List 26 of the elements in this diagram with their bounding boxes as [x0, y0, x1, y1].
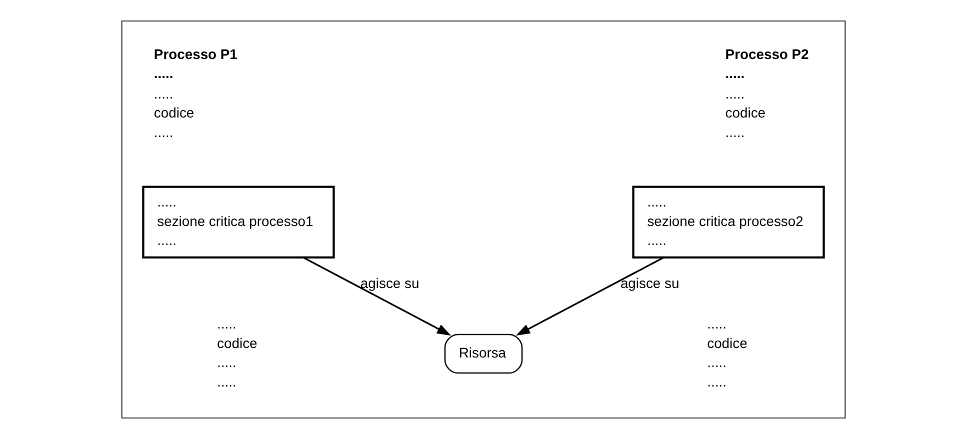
arrow: [302, 256, 451, 336]
label: .....: [706, 316, 726, 332]
edge-label: agisce su: [620, 274, 679, 291]
label: .....: [153, 124, 173, 140]
label: .....: [724, 85, 744, 102]
edge-label: agisce su: [360, 274, 419, 291]
label: .....: [706, 373, 726, 390]
label: .....: [216, 316, 236, 332]
node-box: ..... sezione critica processo1 .....: [142, 186, 334, 259]
label: codice: [153, 104, 194, 121]
label: codice: [706, 334, 747, 351]
node-box: ..... sezione critica processo2 .....: [632, 186, 824, 259]
label: .....: [724, 124, 744, 140]
label: .....: [153, 85, 173, 102]
label: .....: [216, 354, 236, 370]
cluster: [120, 20, 846, 419]
label: .....: [216, 373, 236, 390]
label: .....: [724, 65, 744, 82]
label: codice: [724, 104, 766, 121]
node-box: Risorsa: [444, 334, 522, 374]
label: .....: [706, 354, 726, 370]
label: Processo P2: [724, 46, 808, 62]
arrow: [515, 256, 664, 336]
label: Processo P1: [153, 46, 237, 62]
label: .....: [153, 65, 173, 82]
label: codice: [216, 334, 257, 351]
